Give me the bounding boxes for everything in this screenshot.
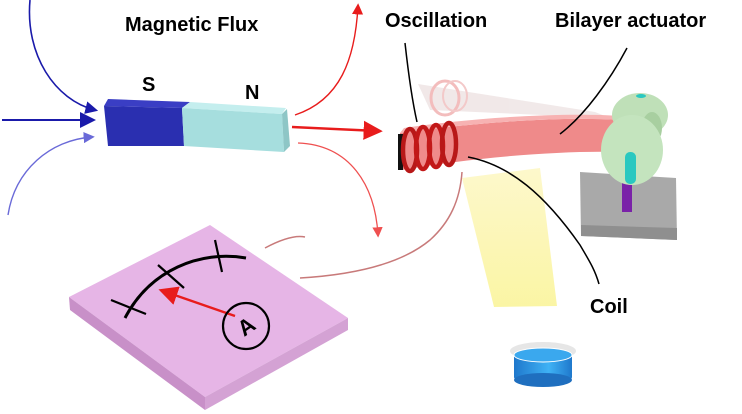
scale-tick-1 bbox=[110, 298, 147, 316]
magnet-north-end bbox=[282, 109, 290, 152]
flux-lines-out bbox=[291, 3, 383, 238]
clamp-pin bbox=[625, 152, 636, 184]
flux-line-top-in bbox=[28, 0, 99, 114]
scale-tick-2 bbox=[157, 264, 185, 289]
actuator-leader bbox=[559, 47, 628, 135]
light-beam bbox=[462, 168, 557, 307]
magnet-south-top bbox=[104, 99, 190, 108]
magnet-north-pole bbox=[182, 108, 284, 152]
flux-line-top-out bbox=[294, 3, 364, 116]
support-post bbox=[622, 168, 632, 212]
flux-lines-in bbox=[2, 0, 99, 216]
actuator-ghost bbox=[418, 79, 610, 118]
ammeter-wires bbox=[264, 171, 463, 279]
scale-tick-3 bbox=[213, 239, 224, 273]
magnet-north-top bbox=[182, 102, 286, 114]
clamp-disc-front bbox=[601, 115, 663, 185]
flux-line-bottom-in bbox=[7, 132, 95, 216]
ammeter: A bbox=[69, 225, 348, 410]
magnet-south-pole bbox=[104, 106, 184, 146]
wire-2 bbox=[299, 171, 463, 279]
leader-lines bbox=[404, 42, 628, 285]
ammeter-scale-arc bbox=[123, 254, 247, 319]
coil-label: Coil bbox=[590, 296, 628, 318]
magnetic-flux-label: Magnetic Flux bbox=[125, 14, 258, 36]
oscillation-leader bbox=[404, 42, 418, 123]
ammeter-plate-top bbox=[69, 225, 348, 397]
coil-leader bbox=[467, 156, 600, 285]
clamp-assembly bbox=[580, 93, 677, 240]
wire-1 bbox=[264, 235, 306, 249]
bar-magnet: S N bbox=[104, 74, 290, 152]
oscillation-label: Oscillation bbox=[385, 10, 487, 32]
flux-line-mid-out bbox=[291, 120, 383, 140]
south-pole-label: S bbox=[142, 74, 155, 96]
ammeter-needle bbox=[158, 286, 236, 318]
ammeter-symbol-circle bbox=[221, 301, 271, 351]
bilayer-actuator-label: Bilayer actuator bbox=[555, 10, 706, 32]
coil bbox=[400, 120, 459, 174]
north-pole-label: N bbox=[245, 82, 259, 104]
flux-line-bottom-out bbox=[297, 142, 383, 238]
light-source bbox=[510, 342, 576, 387]
